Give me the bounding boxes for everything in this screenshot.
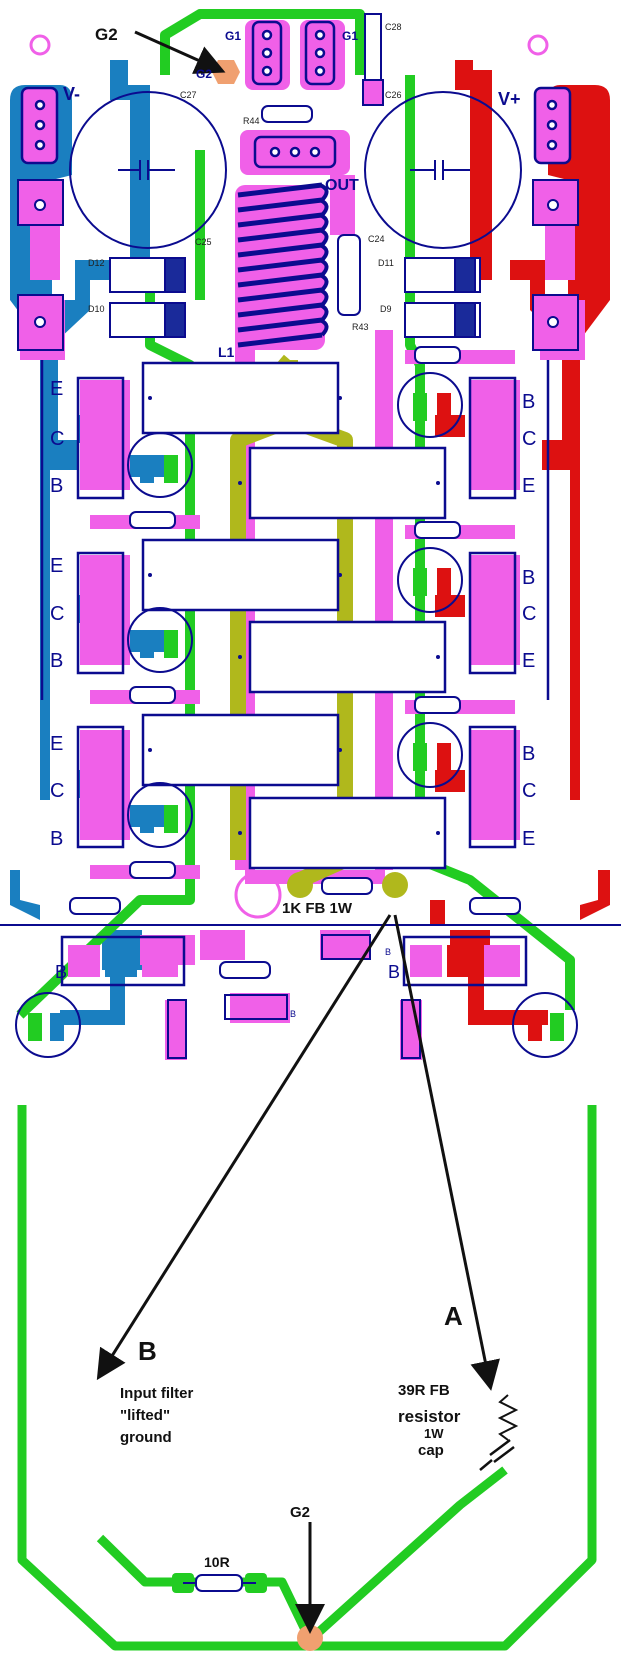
label-g2-pad: G2 — [196, 67, 212, 81]
pin-label: E — [50, 378, 63, 400]
label-d9: D9 — [380, 304, 392, 314]
pin-label: E — [522, 650, 535, 672]
emitter-resistors — [141, 361, 447, 870]
pin-label: C — [50, 428, 64, 450]
bottom-caps — [15, 871, 578, 1058]
bias-caps-left-fill — [140, 455, 178, 833]
capacitor-symbol — [479, 1439, 515, 1471]
g2-top-pad — [212, 60, 240, 84]
ground-connector-g1-right — [304, 20, 336, 86]
pin-label: C — [522, 428, 536, 450]
label-fb-resistor: 1K FB 1W — [282, 900, 353, 917]
pin-label: E — [522, 828, 535, 850]
pin-label: B — [385, 947, 391, 957]
pin-label: E — [50, 555, 63, 577]
label-g1-right: G1 — [342, 29, 358, 43]
label-c28: C28 — [385, 22, 402, 32]
pin-label: B — [55, 962, 67, 982]
diodes-right — [404, 257, 481, 338]
pin-label: E — [522, 475, 535, 497]
driver-transistors-fill — [68, 945, 520, 977]
resistor-10r — [183, 1574, 256, 1592]
label-10r: 10R — [204, 1554, 230, 1570]
electrolytic-cap-right — [364, 91, 522, 249]
output-connector — [253, 135, 337, 169]
bias-caps-right — [397, 372, 463, 788]
g2-bottom-pad — [297, 1625, 323, 1651]
driver-pin-labels: B B B B — [55, 947, 400, 1019]
pin-label: B — [50, 650, 63, 672]
pin-label: B — [388, 962, 400, 982]
label-d11: D11 — [378, 258, 394, 268]
bottom-caps-fill — [28, 1013, 564, 1041]
label-input-filter-1: Input filter — [120, 1385, 193, 1402]
annotation-arrows — [96, 30, 500, 1634]
label-d12: D12 — [88, 258, 105, 268]
electrolytic-cap-left — [69, 91, 227, 249]
ground-connector-g1-left — [251, 20, 283, 86]
label-39r-3: 1W — [424, 1426, 444, 1441]
label-g2-bottom: G2 — [290, 1504, 310, 1521]
label-a: A — [444, 1301, 463, 1331]
label-out: OUT — [325, 177, 359, 194]
emitter-resistor-dots — [148, 396, 440, 835]
transistor-pin-labels-left: E C B E C B E C B — [50, 378, 64, 850]
label-v-minus: V- — [63, 84, 80, 104]
power-connector-left — [20, 86, 59, 165]
label-c27: C27 — [180, 90, 197, 100]
pin-label: C — [50, 780, 64, 802]
label-r44: R44 — [243, 116, 260, 126]
label-v-plus: V+ — [498, 89, 521, 109]
label-input-filter-3: ground — [120, 1429, 172, 1446]
bias-caps-left — [127, 432, 193, 848]
label-l1: L1 — [218, 344, 235, 360]
ground-loop-trace — [17, 1105, 597, 1651]
label-g1-left: G1 — [225, 29, 241, 43]
pin-label: B — [522, 743, 535, 765]
label-39r-4: cap — [418, 1442, 444, 1459]
bias-caps-right-fill — [413, 393, 451, 771]
pin-label: B — [50, 475, 63, 497]
pin-label: C — [522, 780, 536, 802]
pin-label: B — [522, 391, 535, 413]
output-bus-pads — [287, 872, 408, 898]
pin-label: B — [522, 567, 535, 589]
diodes-left — [109, 257, 186, 338]
pin-label: B — [50, 828, 63, 850]
label-c25: C25 — [195, 237, 212, 247]
transistors-right — [468, 376, 517, 849]
label-g2-top: G2 — [95, 25, 118, 44]
transistor-pin-labels-right: B C E B C E B C E — [522, 391, 536, 850]
pin-label: B — [290, 1009, 296, 1019]
mounting-holes — [29, 34, 549, 56]
pin-label: E — [50, 733, 63, 755]
inductor-l1 — [235, 182, 329, 350]
base-resistors — [69, 346, 521, 979]
transistors-left — [76, 376, 125, 849]
fuse-holder-left — [17, 179, 64, 351]
label-b: B — [138, 1336, 157, 1366]
label-c24: C24 — [368, 234, 385, 244]
pin-label: C — [50, 603, 64, 625]
positive-rail-trace — [430, 60, 610, 1025]
resistor-39r-symbol — [497, 1394, 519, 1441]
label-39r-2: resistor — [398, 1407, 461, 1426]
top-small-components — [261, 13, 384, 316]
label-39r-1: 39R FB — [398, 1382, 450, 1399]
label-c26: C26 — [385, 90, 402, 100]
power-connector-right — [533, 86, 572, 165]
label-r43: R43 — [352, 322, 369, 332]
fuse-holder-right — [532, 179, 579, 351]
label-input-filter-2: "lifted" — [120, 1407, 170, 1424]
label-d10: D10 — [88, 304, 105, 314]
pin-label: C — [522, 603, 536, 625]
thin-blue-rails — [40, 360, 550, 700]
